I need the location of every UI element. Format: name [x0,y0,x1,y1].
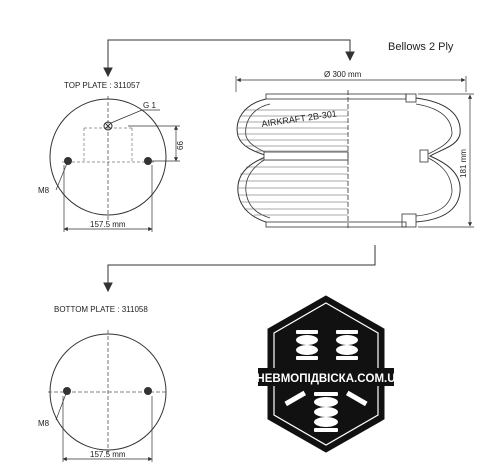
bottom-plate-label: BOTTOM PLATE : 311058 [54,305,148,314]
top-bolt-label: M8 [38,186,50,195]
top-plate-view: TOP PLATE : 311057 G 1 66 M8 [38,81,185,232]
bottom-bolt-right-icon [144,387,152,395]
logo-text: ПНЕВМОПІДВІСКА.COM.UA [248,373,404,385]
top-bolt-spacing: 157.5 mm [90,220,126,229]
bottom-bolt-label: M8 [38,419,50,428]
diameter-dimension: Ø 300 mm [324,70,362,79]
air-spring-icon [284,330,368,432]
bolt-right-icon [144,157,152,165]
top-connector-arrow [103,39,355,78]
bellows-side-view: Ø 300 mm [235,70,474,230]
bottom-plate-view: BOTTOM PLATE : 311058 M8 157.5 mm [38,305,168,462]
height-dimension: 181 mm [459,149,468,178]
port-label: G 1 [143,101,156,110]
site-logo: ПНЕВМОПІДВІСКА.COM.UA [248,295,404,453]
top-plate-label: TOP PLATE : 311057 [64,81,140,90]
bottom-connector-arrow [103,245,376,293]
air-port-icon [103,121,113,131]
offset-dimension: 66 [176,141,185,150]
drawing-title: Bellows 2 Ply [388,41,454,53]
bottom-bolt-spacing: 157.5 mm [90,450,126,459]
bellows-model-label: AIRKRAFT 2B-301 [261,109,338,129]
